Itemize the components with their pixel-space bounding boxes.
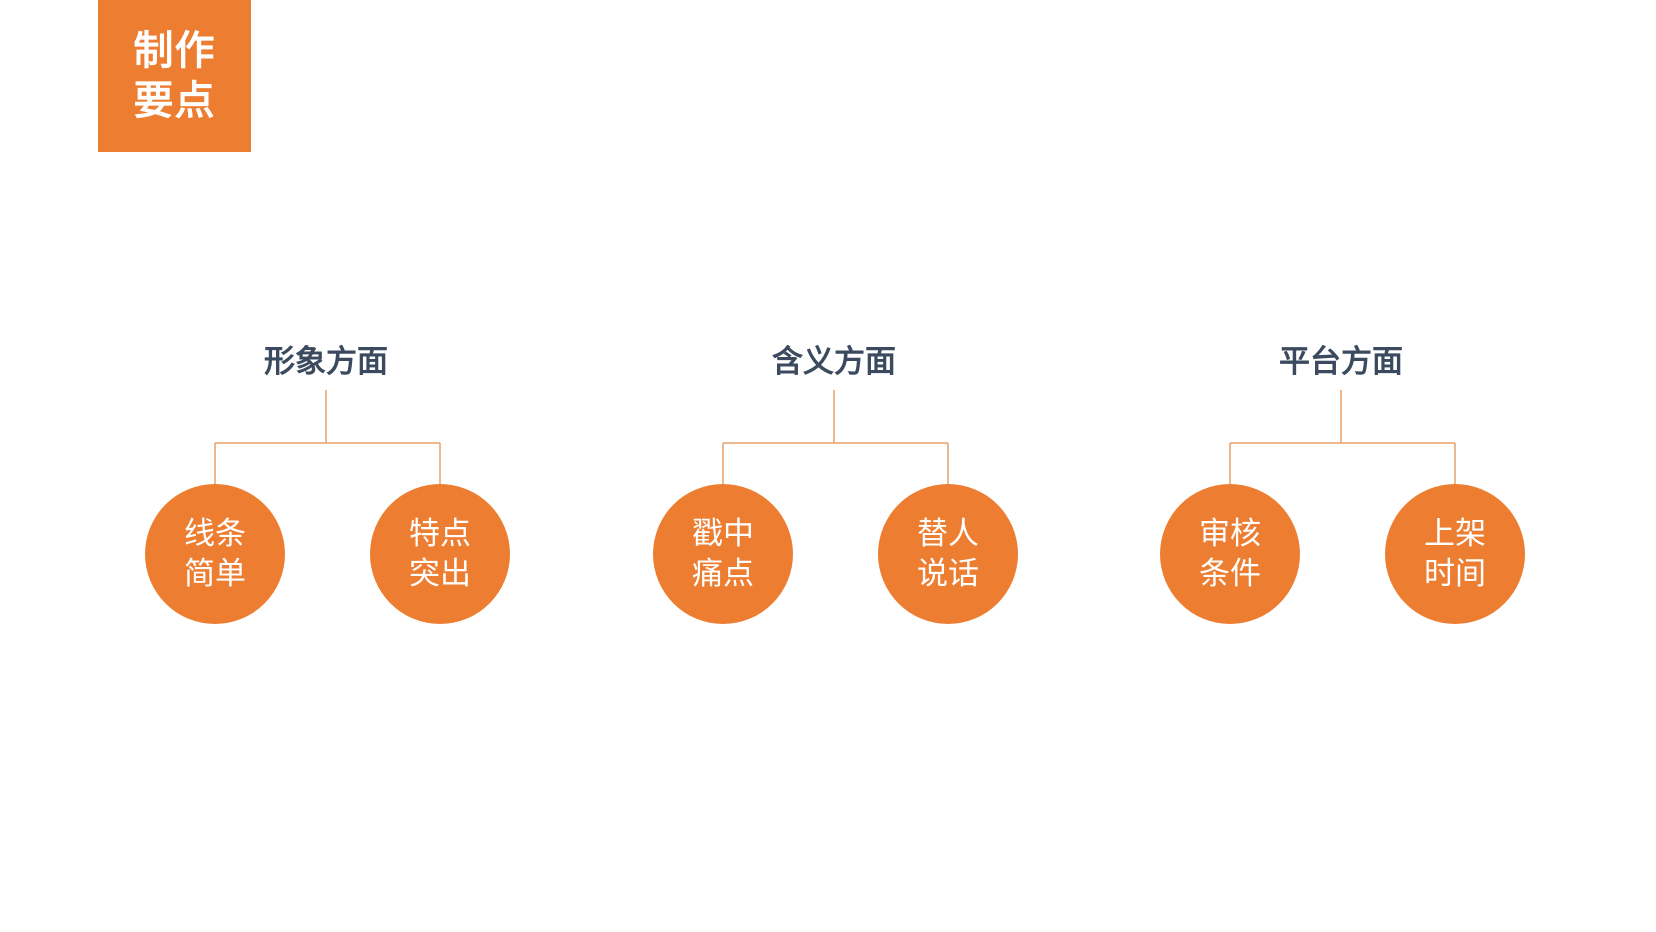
node-launch-time: 上架 时间 — [1385, 484, 1525, 624]
group-title-image: 形象方面 — [264, 344, 388, 380]
node-line-2: 简单 — [184, 556, 246, 592]
node-line-2: 突出 — [409, 556, 471, 592]
node-line-1: 特点 — [409, 516, 471, 552]
node-distinct-features: 特点 突出 — [370, 484, 510, 624]
group-2-connector — [722, 390, 949, 484]
node-pain-points: 戳中 痛点 — [653, 484, 793, 624]
node-line-2: 痛点 — [692, 556, 754, 592]
node-line-1: 审核 — [1199, 516, 1261, 552]
node-line-1: 上架 — [1424, 516, 1486, 552]
node-line-1: 线条 — [184, 516, 246, 552]
node-review-conditions: 审核 条件 — [1160, 484, 1300, 624]
group-3-connector — [1229, 390, 1456, 484]
group-title-meaning: 含义方面 — [772, 344, 896, 380]
node-line-2: 说话 — [917, 556, 979, 592]
node-line-2: 条件 — [1199, 556, 1261, 592]
group-title-platform: 平台方面 — [1279, 344, 1403, 380]
group-1-connector — [214, 390, 441, 484]
node-line-1: 戳中 — [692, 516, 754, 552]
node-simple-lines: 线条 简单 — [145, 484, 285, 624]
section-title-line-2: 要点 — [133, 78, 216, 124]
section-title-line-1: 制作 — [133, 28, 216, 74]
node-line-1: 替人 — [917, 516, 979, 552]
section-title-badge: 制作 要点 — [98, 0, 251, 152]
node-speak-for-people: 替人 说话 — [878, 484, 1018, 624]
node-line-2: 时间 — [1424, 556, 1486, 592]
